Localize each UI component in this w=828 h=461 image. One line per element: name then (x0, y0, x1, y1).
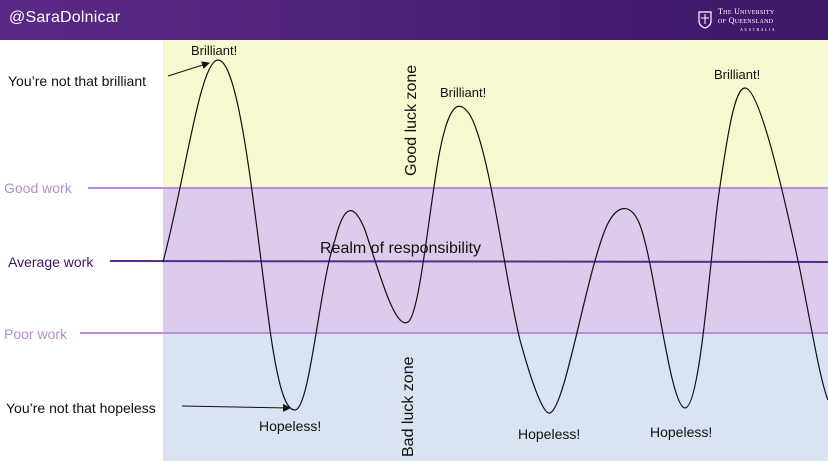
uq-logo: The University of Queensland AUSTRALIA (698, 7, 776, 33)
header-bar: @SaraDolnicar The University of Queensla… (0, 0, 828, 40)
not-hopeless-note: You’re not that hopeless (6, 400, 156, 416)
poor-work-label: Poor work (4, 326, 68, 342)
trough-label: Hopeless! (259, 418, 322, 434)
performance-curve (162, 59, 828, 414)
average-work-label: Average work (8, 254, 94, 270)
arrow-not-hopeless (181, 403, 291, 412)
arrow-not-brilliant (167, 61, 210, 77)
bad-luck-zone-label: Bad luck zone (400, 356, 417, 457)
trough-label: Hopeless! (518, 426, 581, 442)
good-luck-zone-label: Good luck zone (403, 64, 420, 176)
responsibility-label: Realm of responsibility (320, 240, 481, 257)
twitter-handle: @SaraDolnicar (9, 9, 121, 26)
crest-icon (698, 11, 712, 29)
good-work-label: Good work (4, 180, 72, 196)
average-work-line (109, 260, 828, 263)
peak-label: Brilliant! (714, 67, 761, 82)
logo-line-1: The University (718, 6, 775, 16)
good-luck-zone-band (163, 40, 828, 188)
not-brilliant-note: You’re not that brilliant (8, 73, 147, 89)
peak-label: Brilliant! (440, 85, 487, 100)
logo-line-3: AUSTRALIA (740, 26, 777, 32)
peak-label: Brilliant! (191, 43, 238, 58)
logo-line-2: of Queensland (718, 15, 774, 25)
trough-label: Hopeless! (650, 424, 713, 440)
